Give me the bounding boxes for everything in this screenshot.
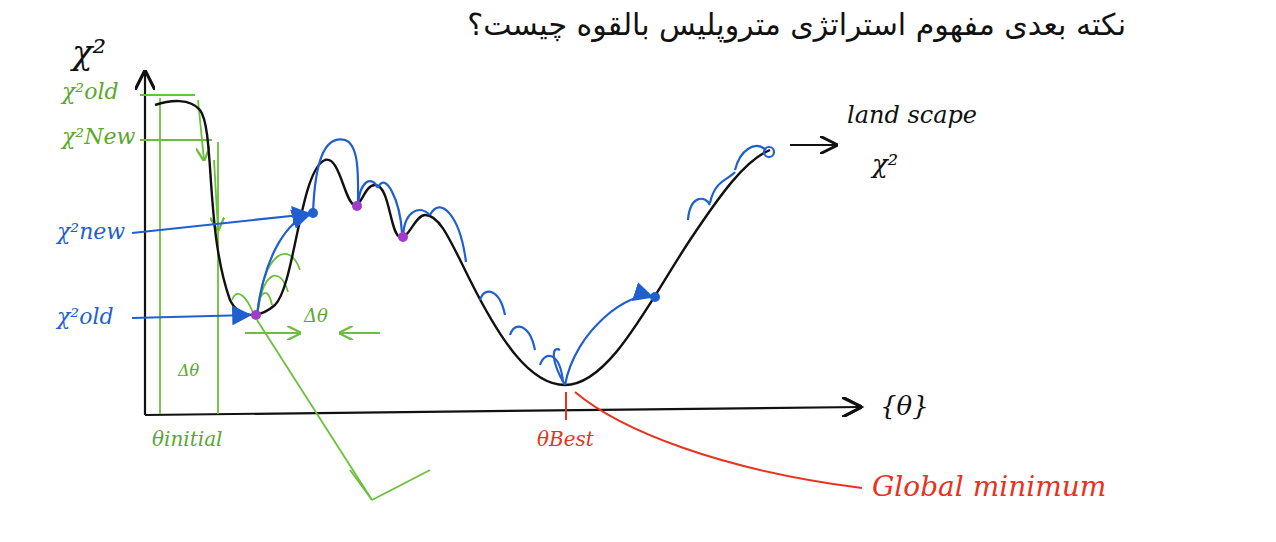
green-guides bbox=[140, 95, 430, 500]
step-label: Δθ bbox=[302, 306, 330, 326]
metropolis-steps bbox=[132, 139, 774, 385]
state-dots bbox=[251, 201, 660, 320]
landscape-curve bbox=[155, 101, 770, 385]
value-label: χ²old bbox=[55, 305, 116, 329]
step-label: Δθ bbox=[176, 362, 201, 380]
axis-label: {θ} bbox=[878, 392, 931, 421]
heading: نکته بعدی مفهوم استراتژی متروپلیس بالقوه… bbox=[467, 8, 1126, 41]
annotation: Global minimum bbox=[870, 472, 1108, 503]
parameter-label: θinitial bbox=[150, 428, 224, 450]
parameter-label: θBest bbox=[535, 428, 596, 450]
axis-label: χ² bbox=[70, 34, 108, 71]
note: χ² bbox=[870, 150, 900, 179]
note: land scape bbox=[845, 102, 979, 128]
value-label: χ²new bbox=[55, 220, 127, 244]
value-label: χ²old bbox=[60, 80, 121, 104]
red-leaders bbox=[566, 392, 862, 488]
pointer-arrow bbox=[790, 144, 836, 146]
axes bbox=[145, 72, 862, 416]
value-label: χ²New bbox=[60, 125, 137, 149]
